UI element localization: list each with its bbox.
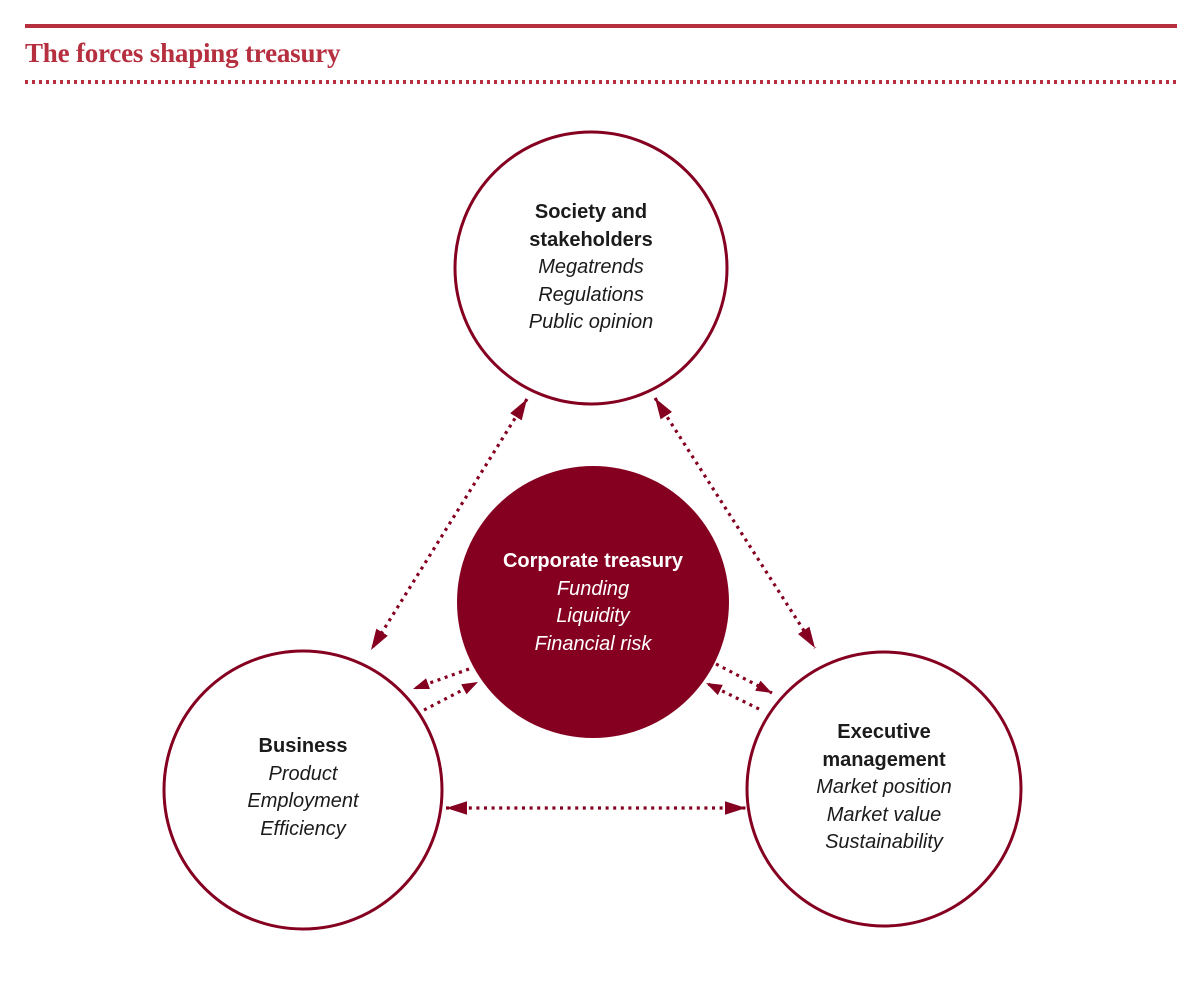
business-title-line: Business xyxy=(258,735,348,757)
arrow-treasury-to-executive xyxy=(715,662,773,695)
society-label: Society and stakeholders Megatrends Regu… xyxy=(441,199,741,337)
society-item: Public opinion xyxy=(528,311,654,333)
business-item: Employment xyxy=(247,790,359,812)
business-item: Product xyxy=(268,762,338,785)
executive-item: Sustainability xyxy=(825,831,943,853)
executive-item: Market position xyxy=(816,776,952,798)
figure-title: The forces shaping treasury xyxy=(25,38,341,68)
business-label: Business Product Employment Efficiency xyxy=(153,733,453,843)
society-title-line: stakeholders xyxy=(529,228,653,251)
treasury-title-line: Corporate treasury xyxy=(502,550,684,572)
treasury-item: Financial risk xyxy=(534,632,652,655)
executive-title-line: management xyxy=(822,748,946,771)
executive-title-line: Executive xyxy=(837,721,931,743)
executive-item: Market value xyxy=(826,803,942,826)
top-rule xyxy=(25,24,1177,28)
business-circle xyxy=(162,649,444,931)
treasury-label: Corporate treasury Funding Liquidity Fin… xyxy=(443,548,743,658)
arrow-business-to-treasury xyxy=(423,680,479,712)
treasury-circle xyxy=(457,466,729,738)
business-item: Efficiency xyxy=(260,817,346,840)
society-item: Regulations xyxy=(538,283,644,306)
dotted-rule xyxy=(25,80,1177,84)
society-title-line: Society and xyxy=(534,201,648,223)
executive-circle xyxy=(745,650,1023,928)
society-circle xyxy=(453,130,729,406)
society-item: Megatrends xyxy=(538,256,644,278)
arrow-executive-to-treasury xyxy=(705,681,760,711)
treasury-item: Funding xyxy=(556,577,630,600)
treasury-item: Liquidity xyxy=(556,605,630,627)
executive-label: Executive management Market position Mar… xyxy=(734,719,1034,857)
arrow-treasury-to-business xyxy=(412,667,470,691)
